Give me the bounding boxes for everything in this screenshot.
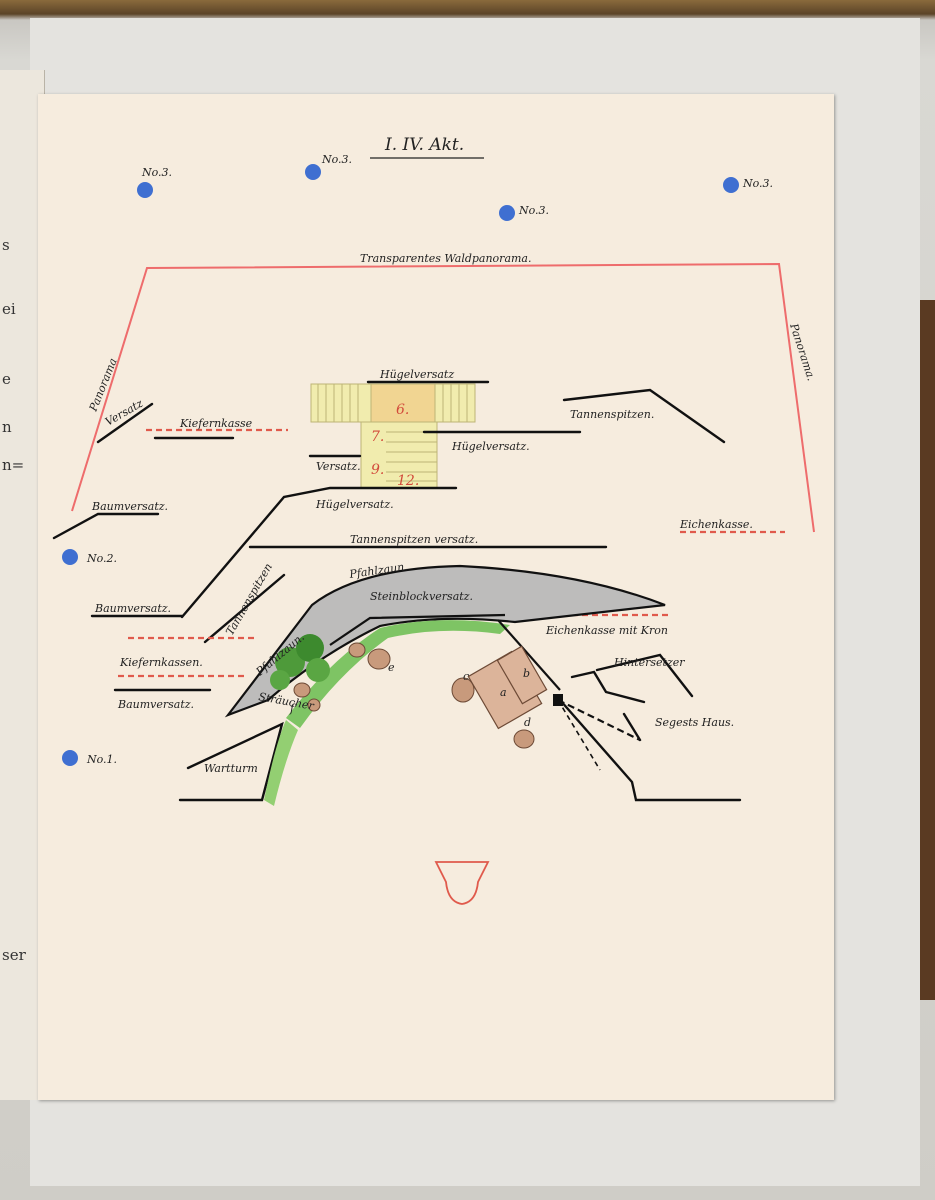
versatz-left: [96, 402, 154, 444]
margin-letter: n: [2, 418, 12, 436]
margin-letter: e: [2, 370, 11, 388]
stone: [307, 698, 321, 712]
label-eichenkasse-kron: Eichenkasse mit Kron: [545, 624, 668, 637]
panorama-left-label: Panorama: [86, 356, 119, 414]
label-versatz-mid: Versatz.: [316, 460, 361, 473]
step-number: 9.: [371, 462, 384, 478]
margin-letter: ser: [2, 946, 26, 964]
light-no3-d: No.3.: [723, 177, 773, 193]
label-wartturm: Wartturm: [204, 762, 258, 775]
light-icon: [723, 177, 739, 193]
binding-edge: [920, 300, 935, 1000]
label-segests-haus: Segests Haus.: [655, 716, 734, 729]
prop-label-e: e: [388, 661, 395, 674]
house-right-wall: [558, 698, 742, 802]
left-page-fragment: s ei e n n= ser: [0, 70, 45, 1100]
label-hintersetzer: Hintersetzer: [613, 656, 685, 669]
label-kiefernkasse-top: Kiefernkasse: [179, 417, 253, 430]
stone-d: [513, 729, 535, 749]
panorama-top-label: Transparentes Waldpanorama.: [360, 252, 531, 265]
panorama-line: [71, 262, 815, 533]
light-label: No.2.: [86, 552, 117, 565]
light-icon: [499, 205, 515, 221]
prop-label-f: f: [289, 702, 296, 715]
label-baumversatz-mid: Baumversatz.: [94, 602, 171, 615]
light-label: No.1.: [86, 753, 117, 766]
prop-label-b: b: [523, 667, 530, 680]
prop-b: [496, 645, 548, 705]
green-strip-left: [264, 720, 298, 806]
steinblockversatz-line: [329, 613, 506, 646]
light-icon: [305, 164, 321, 180]
label-huegelversatz-top: Hügelversatz: [379, 368, 454, 381]
hintersetzer: [595, 653, 694, 698]
label-steinblockversatz: Steinblockversatz.: [370, 590, 473, 603]
stone-f: [293, 682, 311, 698]
label-huegelversatz-mid: Hügelversatz.: [451, 440, 530, 453]
huegelversatz-low: [180, 486, 458, 619]
margin-letter: s: [2, 236, 10, 254]
label-eichenkasse-right: Eichenkasse.: [679, 518, 753, 531]
panorama-right-label: Panorama.: [787, 321, 818, 383]
light-no1: No.1.: [62, 750, 117, 766]
step-number: 12.: [397, 473, 419, 489]
light-label: No.3.: [321, 153, 352, 166]
act-title: I. IV. Akt.: [384, 135, 464, 155]
light-no2: No.2.: [62, 549, 117, 565]
prop-label-d: d: [524, 716, 531, 729]
light-icon: [62, 549, 78, 565]
steinblock-right-edge: [497, 619, 561, 691]
light-no3-c: No.3.: [499, 204, 549, 221]
light-icon: [62, 750, 78, 766]
stone-e: [367, 648, 391, 670]
margin-letter: ei: [2, 300, 16, 318]
doorway-line: [557, 699, 641, 741]
straeucher-bushes: [270, 634, 330, 690]
baumversatz-top: [52, 512, 160, 540]
step-number: 6.: [396, 402, 409, 418]
label-tannenspitzen-versatz: Tannenspitzen versatz.: [350, 533, 478, 546]
green-strip: [286, 620, 510, 728]
label-tannenspitzen-diag: Tannenspitzen: [223, 561, 275, 637]
label-kiefernkasse-low: Kiefernkassen.: [119, 656, 203, 669]
house-dashed-line: [557, 699, 601, 771]
prop-label-c: c: [463, 670, 469, 683]
light-no3-b: No.3.: [305, 153, 352, 180]
label-tannenspitzen: Tannenspitzen.: [570, 408, 654, 421]
light-label: No.3.: [742, 177, 773, 190]
pfahlzaun-backdrop: [224, 564, 666, 718]
house-wall: [622, 712, 642, 742]
stone: [348, 642, 366, 658]
light-label: No.3.: [518, 204, 549, 217]
light-label: No.3.: [141, 166, 172, 179]
margin-letter: n=: [2, 456, 25, 474]
wartturm: [178, 721, 284, 802]
label-baumversatz-top: Baumversatz.: [91, 500, 168, 513]
step-number: 7.: [371, 429, 384, 445]
label-baumversatz-low: Baumversatz.: [117, 698, 194, 711]
prompter-box: [434, 861, 490, 905]
stone-c: [451, 677, 475, 703]
segests-house-front: [570, 670, 646, 704]
tannenspitzen-diag: [203, 573, 286, 644]
prop-label-a: a: [500, 686, 507, 699]
label-huegelversatz-low: Hügelversatz.: [315, 498, 394, 511]
tannenspitzen-line: [562, 388, 726, 444]
light-icon: [137, 182, 153, 198]
hill-platform: 6. 7. 9. 12.: [310, 383, 476, 489]
light-no3-a: No.3.: [137, 166, 172, 198]
